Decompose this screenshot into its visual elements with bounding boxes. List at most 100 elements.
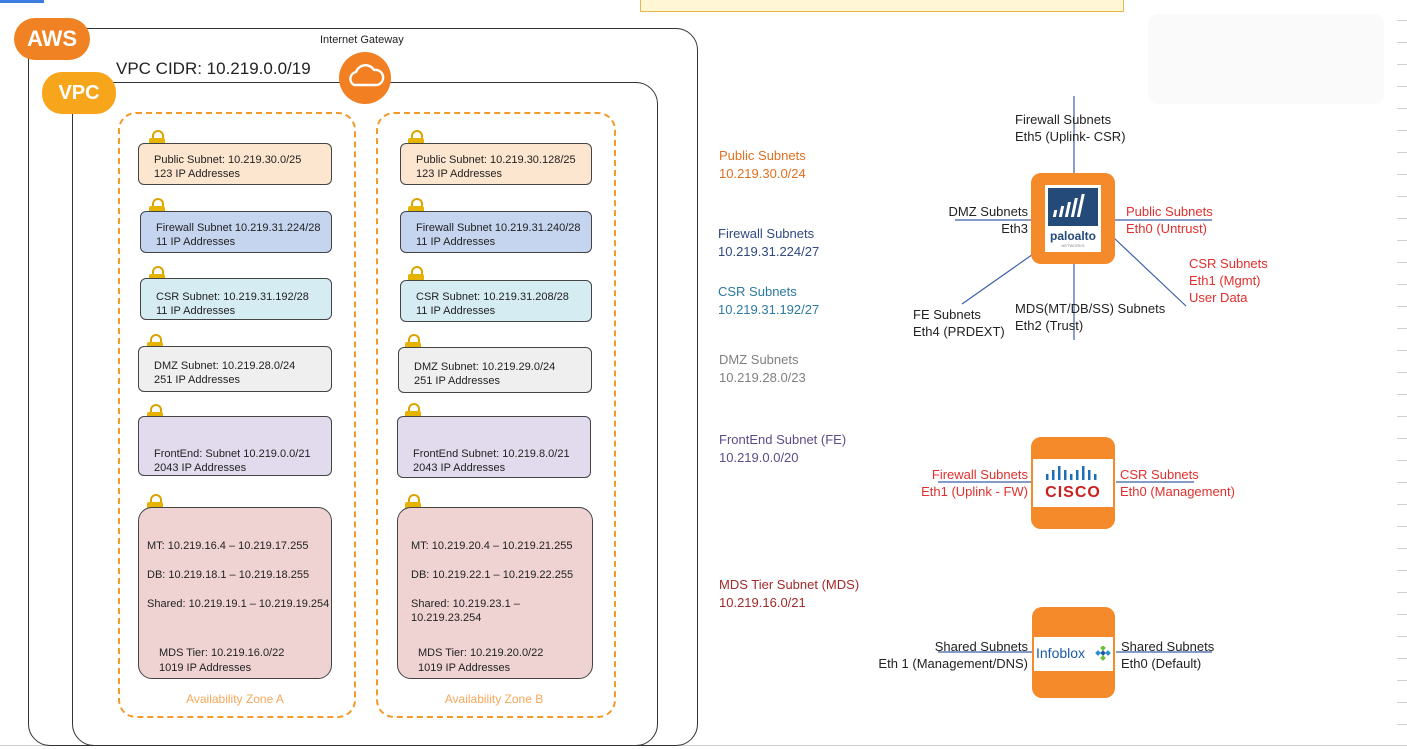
legend-cidr: 10.219.28.0/23 <box>719 370 806 385</box>
vpc-cidr-label: VPC CIDR: 10.219.0.0/19 <box>116 59 311 78</box>
aws-badge: AWS <box>14 18 90 60</box>
label-line: Shared Subnets <box>934 639 1028 654</box>
legend-mds-tier-subnet: MDS Tier Subnet (MDS) 10.219.16.0/21 <box>719 576 859 612</box>
label-line: Eth 1 (Management/DNS) <box>878 656 1028 671</box>
infoblox-default-label: Shared Subnets Eth0 (Default) <box>1121 638 1214 672</box>
frontend-subnet-a: FrontEnd: Subnet 10.219.0.0/21 2043 IP A… <box>138 416 332 476</box>
subnet-ip-count: 2043 IP Addresses <box>413 462 506 474</box>
legend-name: MDS Tier Subnet (MDS) <box>719 577 860 592</box>
subnet-ip-count: 123 IP Addresses <box>154 168 241 180</box>
legend-name: CSR Subnets <box>718 284 797 299</box>
legend-name: Firewall Subnets <box>718 226 815 241</box>
cisco-bars-icon <box>1046 466 1097 480</box>
subnet-title: FrontEnd: Subnet 10.219.0.0/21 <box>154 448 311 460</box>
dmz-subnet-b: DMZ Subnet: 10.219.29.0/24 251 IP Addres… <box>398 347 592 393</box>
label-line: User Data <box>1189 290 1248 305</box>
subnet-ip-count: 251 IP Addresses <box>154 374 241 386</box>
dmz-subnet-a: DMZ Subnet: 10.219.28.0/24 251 IP Addres… <box>138 346 332 392</box>
mds-tier-cidr: MDS Tier: 10.219.20.0/22 <box>418 647 544 659</box>
mds-tier-cidr: MDS Tier: 10.219.16.0/22 <box>159 647 285 659</box>
mds-db-range: DB: 10.219.22.1 – 10.219.22.255 <box>411 569 574 581</box>
cisco-csr-label: CSR Subnets Eth0 (Management) <box>1120 466 1235 500</box>
lock-icon <box>408 266 424 284</box>
legend-cidr: 10.219.30.0/24 <box>719 166 806 181</box>
label-line: Eth0 (Management) <box>1120 484 1235 499</box>
firewall-subnet-b: Firewall Subnet 10.219.31.240/28 11 IP A… <box>400 211 592 253</box>
label-line: Shared Subnets <box>1121 639 1215 654</box>
label-line: FE Subnets <box>913 307 981 322</box>
subnet-title: CSR Subnet: 10.219.31.208/28 <box>416 291 569 303</box>
legend-firewall-subnets: Firewall Subnets 10.219.31.224/27 <box>718 225 819 261</box>
right-ruler <box>1395 0 1407 749</box>
mds-shared-range: Shared: 10.219.19.1 – 10.219.19.254 <box>147 598 330 610</box>
cisco-router-device: CISCO <box>1031 437 1115 529</box>
paloalto-logo: paloalto NETWORKS <box>1045 185 1101 252</box>
legend-name: FrontEnd Subnet (FE) <box>719 432 847 447</box>
label-line: Firewall Subnets <box>931 467 1028 482</box>
label-line: Public Subnets <box>1126 204 1213 219</box>
label-line: Eth1 (Uplink - FW) <box>921 484 1028 499</box>
pa-csr-line <box>1113 237 1187 307</box>
subnet-ip-count: 11 IP Addresses <box>416 305 496 317</box>
label-line: DMZ Subnets <box>948 204 1028 219</box>
legend-cidr: 10.219.16.0/21 <box>719 595 806 610</box>
cloud-icon <box>349 64 385 87</box>
pa-top-label: Firewall Subnets Eth5 (Uplink- CSR) <box>1015 111 1126 145</box>
infoblox-logo: Infoblox <box>1034 637 1113 671</box>
label-line: CSR Subnets <box>1189 256 1268 271</box>
infoblox-logo-text: Infoblox <box>1036 645 1086 661</box>
csr-subnet-a: CSR Subnet: 10.219.31.192/28 11 IP Addre… <box>140 278 332 320</box>
label-line: Eth0 (Default) <box>1121 656 1202 671</box>
public-subnet-a: Public Subnet: 10.219.30.0/25 123 IP Add… <box>138 143 332 185</box>
legend-cidr: 10.219.0.0/20 <box>719 450 799 465</box>
mds-shared-range: Shared: 10.219.23.1 – 10.219.23.254 <box>411 598 520 624</box>
availability-zone-label: Availability Zone A <box>186 692 284 706</box>
subnet-ip-count: 11 IP Addresses <box>416 236 496 248</box>
top-note-box <box>640 0 1124 12</box>
subnet-ip-count: 11 IP Addresses <box>156 305 236 317</box>
subnet-title: CSR Subnet: 10.219.31.192/28 <box>156 291 309 303</box>
paloalto-logo-subtext: NETWORKS <box>1061 243 1085 248</box>
pa-mds-label: MDS(MT/DB/SS) Subnets Eth2 (Trust) <box>1015 300 1165 334</box>
frontend-subnet-b: FrontEnd Subnet: 10.219.8.0/21 2043 IP A… <box>397 416 591 478</box>
public-subnet-b: Public Subnet: 10.219.30.128/25 123 IP A… <box>400 143 592 185</box>
paloalto-firewall-device: paloalto NETWORKS <box>1031 173 1115 264</box>
availability-zone-b <box>376 112 616 718</box>
csr-subnet-b: CSR Subnet: 10.219.31.208/28 11 IP Addre… <box>400 280 592 322</box>
label-line: Eth3 <box>1001 221 1028 236</box>
mds-subnet-b: MT: 10.219.20.4 – 10.219.21.255 DB: 10.2… <box>397 507 593 679</box>
infoblox-mgmt-label: Shared Subnets Eth 1 (Management/DNS) <box>870 638 1028 672</box>
internet-gateway-icon <box>339 52 391 104</box>
legend-csr-subnets: CSR Subnets 10.219.31.192/27 <box>718 283 819 319</box>
legend-cidr: 10.219.31.192/27 <box>718 302 820 317</box>
mds-mt-range: MT: 10.219.16.4 – 10.219.17.255 <box>147 540 309 552</box>
subnet-title: FrontEnd Subnet: 10.219.8.0/21 <box>413 448 570 460</box>
subnet-title: Public Subnet: 10.219.30.128/25 <box>416 154 576 166</box>
subnet-ip-count: 123 IP Addresses <box>416 168 503 180</box>
pa-csr-label: CSR Subnets Eth1 (Mgmt) User Data <box>1189 255 1268 306</box>
cisco-logo-text: CISCO <box>1045 484 1101 501</box>
legend-name: Public Subnets <box>719 148 806 163</box>
label-line: Eth1 (Mgmt) <box>1189 273 1261 288</box>
infoblox-dns-device: Infoblox <box>1032 607 1115 698</box>
infoblox-dots-icon <box>1095 646 1111 661</box>
internet-gateway-label: Internet Gateway <box>320 34 404 46</box>
legend-cidr: 10.219.31.224/27 <box>718 244 820 259</box>
pa-fe-label: FE Subnets Eth4 (PRDEXT) <box>913 306 1005 340</box>
label-line: MDS(MT/DB/SS) Subnets <box>1015 301 1166 316</box>
label-line: CSR Subnets <box>1120 467 1199 482</box>
label-line: Eth0 (Untrust) <box>1126 221 1207 236</box>
availability-zone-label: Availability Zone B <box>444 692 544 706</box>
paloalto-logo-text: paloalto <box>1049 229 1096 243</box>
mds-subnet-a: MT: 10.219.16.4 – 10.219.17.255 DB: 10.2… <box>138 507 332 679</box>
firewall-subnet-a: Firewall Subnet 10.219.31.224/28 11 IP A… <box>140 211 332 253</box>
subnet-title: Firewall Subnet 10.219.31.240/28 <box>416 222 581 234</box>
subnet-ip-count: 1019 IP Addresses <box>418 662 511 674</box>
label-line: Eth4 (PRDEXT) <box>913 324 1005 339</box>
subnet-ip-count: 251 IP Addresses <box>414 375 501 387</box>
pa-public-label: Public Subnets Eth0 (Untrust) <box>1126 203 1213 237</box>
top-accent-bar <box>0 0 44 3</box>
mds-db-range: DB: 10.219.18.1 – 10.219.18.255 <box>147 569 310 581</box>
label-line: Eth5 (Uplink- CSR) <box>1015 129 1126 144</box>
vpc-badge: VPC <box>42 72 116 114</box>
